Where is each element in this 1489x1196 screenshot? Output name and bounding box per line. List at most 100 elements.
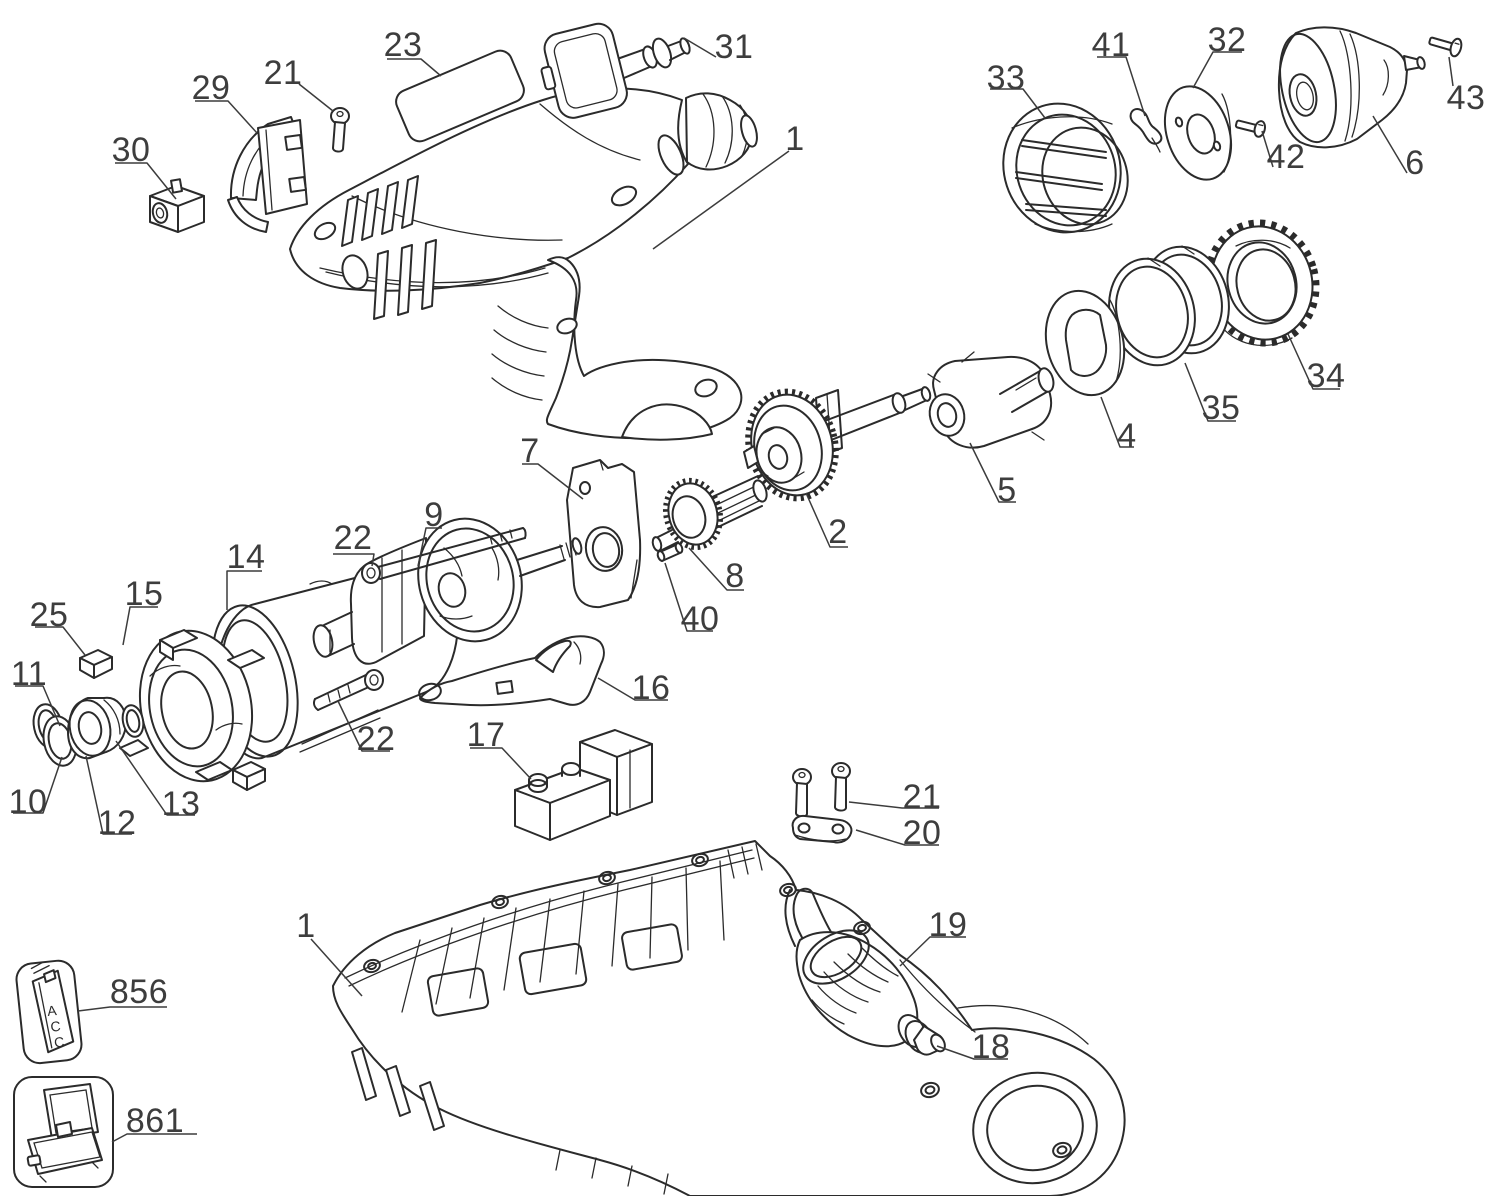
leader-output-carrier <box>969 442 1016 503</box>
callout-bearing-plate: 7 <box>520 432 539 470</box>
callout-dowel-pin: 40 <box>681 600 720 638</box>
part-screw-42 <box>1234 119 1266 138</box>
callout-spring-clip: 41 <box>1092 26 1131 64</box>
callout-wave-washer: 11 <box>11 655 47 693</box>
leader-bearing <box>85 755 132 835</box>
leader-screw-top <box>298 83 334 112</box>
part-power-cord <box>897 1014 946 1056</box>
leader-kit-box <box>111 1133 197 1143</box>
callout-spindle-lock: 31 <box>715 28 754 66</box>
callout-field: 14 <box>227 538 266 576</box>
callout-screw-top: 21 <box>264 54 303 92</box>
callout-gear-assembly: 2 <box>828 513 847 551</box>
leader-washer-plate <box>1192 51 1242 89</box>
callout-washer-plate: 32 <box>1208 21 1247 59</box>
leader-power-cord <box>936 1045 1008 1060</box>
leader-housing-lower <box>310 938 363 997</box>
part-upper-housing <box>289 87 758 441</box>
icon-kit-box <box>13 1076 114 1188</box>
part-warning-sticker <box>395 49 525 143</box>
callout-carbon-brush: 25 <box>30 596 69 634</box>
leader-clutch-collar <box>990 88 1046 119</box>
leader-chuck-screw <box>1448 56 1454 87</box>
part-output-carrier <box>927 351 1055 449</box>
callout-kit-box: 861 <box>126 1102 184 1140</box>
part-gear-assembly <box>743 386 932 502</box>
leader-cord-clip <box>115 162 177 200</box>
part-bearing-plate <box>566 459 642 609</box>
part-brush-ring <box>119 629 265 783</box>
leader-spring-clip <box>1097 56 1146 117</box>
leader-brush-ring <box>122 606 158 646</box>
leader-dowel-pin <box>664 562 713 632</box>
leader-warning-sticker <box>387 58 442 77</box>
leader-field <box>226 570 262 610</box>
acc-letter-2: C <box>50 1018 62 1035</box>
leader-switch <box>470 747 532 780</box>
part-switch <box>514 729 653 841</box>
leader-through-screw-a <box>333 553 375 567</box>
part-cord-protector <box>784 887 919 1048</box>
callout-chuck: 6 <box>1405 144 1424 182</box>
callout-link-plate: 20 <box>903 814 942 852</box>
leader-lock-lever <box>597 677 668 701</box>
leader-acc-label <box>77 1006 167 1012</box>
leader-carbon-brush <box>35 626 86 656</box>
callout-cord-protector: 19 <box>929 906 968 944</box>
part-bearing <box>67 696 127 760</box>
part-spring-clip <box>1129 108 1163 153</box>
callout-thrust-washer: 4 <box>1117 417 1136 455</box>
leader-screw-bottom <box>848 801 939 809</box>
leader-screw-small <box>1261 130 1274 168</box>
part-lock-lever <box>418 635 605 707</box>
callout-housing-upper: 1 <box>785 120 804 158</box>
callout-ring-gear: 34 <box>1307 357 1346 395</box>
part-ring-gear <box>1204 219 1320 347</box>
callout-pinion-gear: 8 <box>725 557 744 595</box>
callout-acc-label: 856 <box>110 973 168 1011</box>
part-dowel-pin <box>656 542 684 562</box>
part-thrust-washer <box>1044 289 1126 397</box>
part-spindle-lock <box>540 22 691 119</box>
part-pinion-gear <box>651 475 768 552</box>
part-link-plate <box>791 814 853 844</box>
part-carbon-brush-a <box>79 649 113 679</box>
leader-gear-assembly <box>805 492 848 548</box>
callout-warning-sticker: 23 <box>384 26 423 64</box>
leader-retainer-ring <box>115 740 195 816</box>
callout-screw-small: 42 <box>1267 138 1306 176</box>
part-brush-holder <box>227 116 308 233</box>
leader-flat-washer <box>13 756 63 814</box>
callout-clutch-springs: 35 <box>1202 389 1241 427</box>
callout-armature: 9 <box>424 496 443 534</box>
leader-bearing-plate <box>522 463 584 500</box>
acc-letter-3: C <box>53 1034 65 1051</box>
part-clutch-collar <box>1002 102 1129 234</box>
leader-cord-protector <box>899 936 966 967</box>
part-through-screw-a <box>361 527 527 584</box>
callout-cord-clip: 30 <box>112 131 151 169</box>
part-through-screw-b <box>313 669 384 711</box>
leader-thrust-washer <box>1100 396 1134 448</box>
leader-brush-holder <box>195 100 258 134</box>
part-retainer-ring <box>121 704 145 738</box>
callout-output-carrier: 5 <box>997 471 1016 509</box>
part-lower-housing <box>332 840 1126 1196</box>
callout-lock-lever: 16 <box>632 669 671 707</box>
part-clutch-springs <box>1108 245 1230 367</box>
callout-switch: 17 <box>467 716 506 754</box>
leader-chuck <box>1372 115 1408 174</box>
callout-clutch-collar: 33 <box>987 59 1026 97</box>
callout-power-cord: 18 <box>972 1028 1011 1066</box>
callout-housing-lower: 1 <box>296 907 315 945</box>
leader-clutch-springs <box>1184 362 1236 422</box>
acc-letter-1: A <box>46 1002 58 1019</box>
leader-armature <box>417 527 442 567</box>
part-chuck <box>1277 26 1426 149</box>
callout-flat-washer: 10 <box>9 783 48 821</box>
callout-brush-holder: 29 <box>192 69 231 107</box>
leader-ring-gear <box>1287 333 1340 390</box>
leader-wave-washer <box>15 685 61 727</box>
